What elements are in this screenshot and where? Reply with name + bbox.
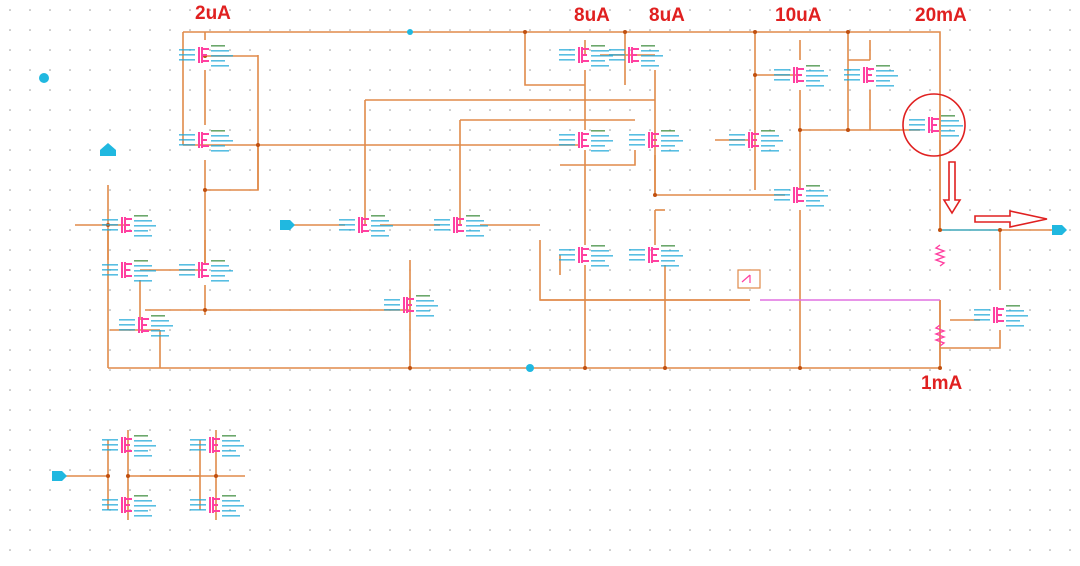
device-parameter-marks [629,130,683,152]
device-parameter-marks [190,435,244,457]
current-label-10uA: 10uA [775,5,822,26]
resistors [934,244,946,347]
junctions [106,30,1002,478]
device-parameter-marks [609,45,663,67]
device-parameter-marks [774,185,828,207]
mosfet-icon [993,307,1004,323]
device-parameter-marks [179,260,233,282]
mosfet-icon [198,47,209,63]
mosfet-icon [121,497,132,513]
pin-icon [407,29,413,35]
device-parameter-marks [384,295,438,317]
device-parameter-marks [559,45,613,67]
mosfet-icon [928,117,939,133]
mosfet-icon [403,297,414,313]
mosfet-icon [748,132,759,148]
pins [39,29,1067,481]
pin-icon [52,471,67,481]
current-label-8uA-b: 8uA [649,5,685,26]
pin-icon [1052,225,1067,235]
device-parameter-marks [909,115,963,137]
mosfet-icon [358,217,369,233]
mosfet-icon [209,437,220,453]
device-parameter-marks [119,315,173,337]
mosfet-icon [209,497,220,513]
device-parameter-marks [559,245,613,267]
highlight-circle [902,93,966,157]
mosfet-icon [648,132,659,148]
mosfet-icon [863,67,874,83]
arrow-right-icon [974,210,1048,228]
mosfet-icon [453,217,464,233]
pin-icon [100,143,116,156]
resistor-icon [934,244,946,267]
device-parameter-marks [102,495,156,517]
device-parameter-marks [102,215,156,237]
mosfet-icon [121,262,132,278]
current-label-1mA: 1mA [921,373,963,394]
mosfet-icon [793,67,804,83]
device-parameter-marks [102,435,156,457]
mosfet-icon [138,317,149,333]
device-parameter-marks [434,215,488,237]
pin-icon [526,364,534,372]
pin-icon [280,220,295,230]
device-parameter-marks [339,215,393,237]
device-labels [102,45,1028,517]
device-parameter-marks [774,65,828,87]
pin-icon [39,73,49,83]
mosfet-icon [121,437,132,453]
mosfet-icon [793,187,804,203]
mosfet-icon [578,47,589,63]
device-parameter-marks [190,495,244,517]
current-label-8uA-a: 8uA [574,5,610,26]
switch-icon [737,269,761,289]
mosfet-icon [121,217,132,233]
transistor-layer [121,47,1004,513]
resistor-icon [934,324,946,347]
device-parameter-marks [629,245,683,267]
device-parameter-marks [559,130,613,152]
device-parameter-marks [974,305,1028,327]
mosfet-icon [578,247,589,263]
device-parameter-marks [729,130,783,152]
mosfet-icon [578,132,589,148]
current-label-20mA: 20mA [915,5,967,26]
arrow-down-icon [942,161,962,215]
device-parameter-marks [102,260,156,282]
device-parameter-marks [179,130,233,152]
device-parameter-marks [844,65,898,87]
mosfet-icon [628,47,639,63]
mosfet-icon [198,262,209,278]
mosfet-icon [648,247,659,263]
mosfet-icon [198,132,209,148]
current-label-2uA: 2uA [195,3,231,24]
device-parameter-marks [179,45,233,67]
